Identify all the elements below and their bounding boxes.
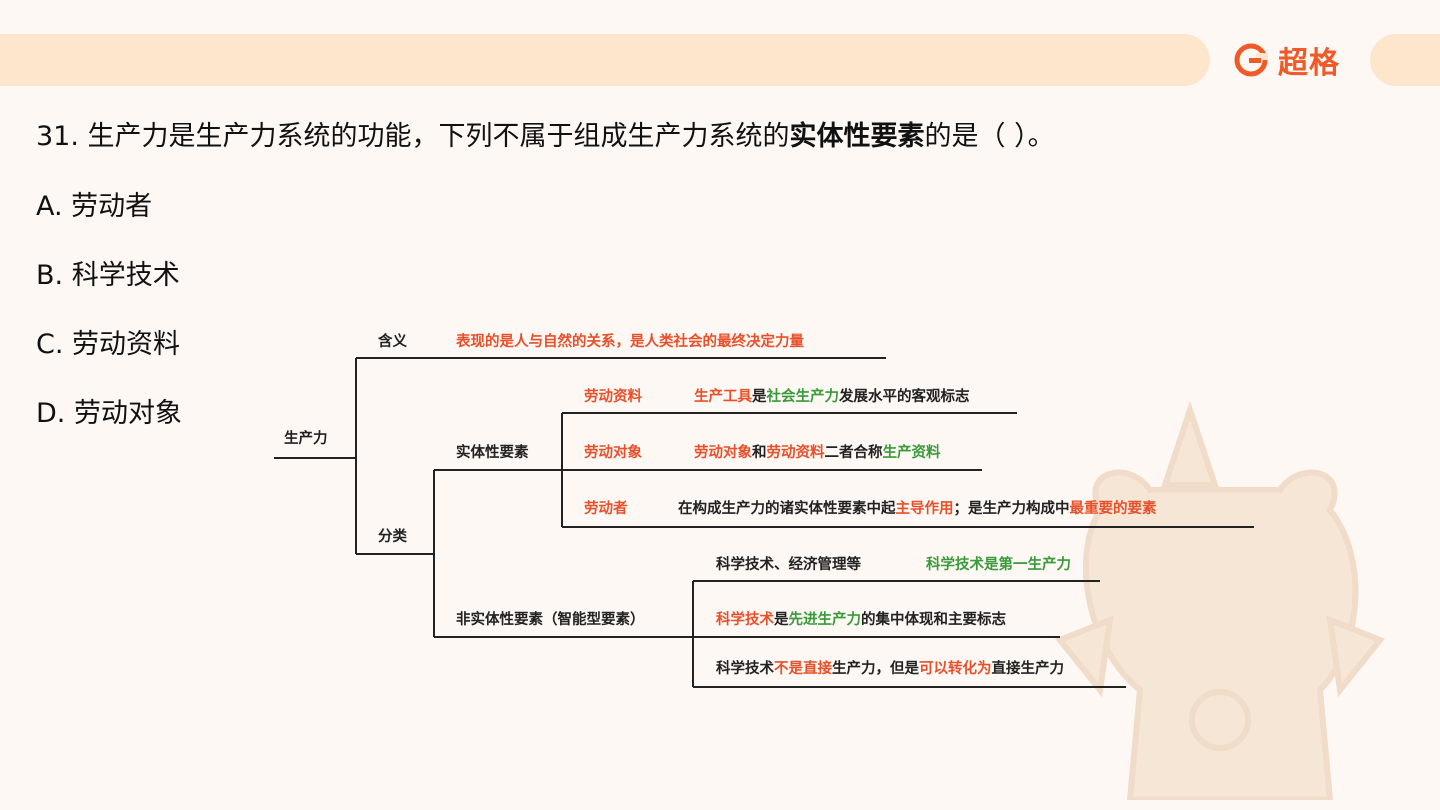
- meaning-label: 含义: [378, 332, 407, 350]
- nm-line3: 科学技术不是直接生产力，但是可以转化为直接生产力: [716, 659, 1064, 677]
- brand-mark-icon: [1234, 43, 1268, 77]
- nm-line2-c: 先进生产力: [789, 610, 862, 628]
- nm-line2: 科学技术是先进生产力的集中体现和主要标志: [716, 610, 1006, 628]
- header-band: [0, 34, 1210, 86]
- header-band-right: [1370, 34, 1440, 86]
- nm-line3-c: 生产力，但是: [832, 659, 919, 677]
- option-c[interactable]: C. 劳动资料: [36, 329, 181, 360]
- option-d[interactable]: D. 劳动对象: [36, 398, 182, 429]
- question-suffix: 的是（ ）。: [924, 121, 1055, 152]
- tools-a: 生产工具: [694, 387, 752, 405]
- brand-logo: 超格: [1234, 40, 1340, 81]
- question-text: 31. 生产力是生产力系统的功能，下列不属于组成生产力系统的实体性要素的是（ ）…: [36, 114, 1055, 153]
- option-a[interactable]: A. 劳动者: [36, 191, 153, 222]
- nm-line3-e: 直接生产力: [992, 659, 1065, 677]
- brand-name: 超格: [1278, 46, 1340, 81]
- question-emphasis: 实体性要素: [789, 121, 925, 152]
- nm-line1-a: 科学技术、经济管理等: [716, 555, 861, 573]
- tools-b: 是: [751, 388, 767, 405]
- objects-a: 劳动对象: [694, 443, 752, 461]
- root-label: 生产力: [284, 429, 328, 447]
- material-label: 实体性要素: [456, 443, 529, 461]
- worker-d: 最重要的要素: [1070, 499, 1157, 517]
- nm-line2-d: 的集中体现和主要标志: [861, 610, 1006, 628]
- tools-c: 社会生产力: [766, 387, 840, 405]
- objects-b: 和: [752, 444, 767, 461]
- nm-line3-b: 不是直接: [774, 659, 832, 677]
- nm-line2-b: 是: [773, 611, 789, 628]
- nm-line3-d: 可以转化为: [919, 659, 992, 677]
- mascot-watermark: [1055, 400, 1385, 800]
- worker-c: ；是生产力构成中: [954, 499, 1070, 517]
- nm-line1-b: 科学技术是第一生产力: [926, 555, 1071, 573]
- nm-line2-a: 科学技术: [716, 610, 774, 628]
- objects-e: 生产资料: [883, 443, 941, 461]
- tools-d: 发展水平的客观标志: [838, 387, 970, 405]
- class-label: 分类: [378, 527, 407, 545]
- tools-desc: 生产工具是社会生产力发展水平的客观标志: [694, 387, 970, 405]
- objects-d: 二者合称: [825, 443, 883, 461]
- nonmaterial-label: 非实体性要素（智能型要素）: [456, 610, 645, 628]
- objects-desc: 劳动对象和劳动资料二者合称生产资料: [694, 443, 941, 461]
- worker-name: 劳动者: [584, 499, 628, 517]
- worker-a: 在构成生产力的诸实体性要素中起: [678, 499, 896, 517]
- worker-b: 主导作用: [896, 499, 954, 517]
- meaning-text: 表现的是人与自然的关系，是人类社会的最终决定力量: [456, 332, 804, 350]
- objects-c: 劳动资料: [767, 443, 825, 461]
- worker-desc: 在构成生产力的诸实体性要素中起主导作用；是生产力构成中最重要的要素: [678, 499, 1157, 517]
- tools-name: 劳动资料: [584, 387, 642, 405]
- question-prefix: 31. 生产力是生产力系统的功能，下列不属于组成生产力系统的: [36, 121, 790, 152]
- objects-name: 劳动对象: [584, 443, 642, 461]
- option-b[interactable]: B. 科学技术: [36, 260, 180, 291]
- nm-line3-a: 科学技术: [716, 659, 774, 677]
